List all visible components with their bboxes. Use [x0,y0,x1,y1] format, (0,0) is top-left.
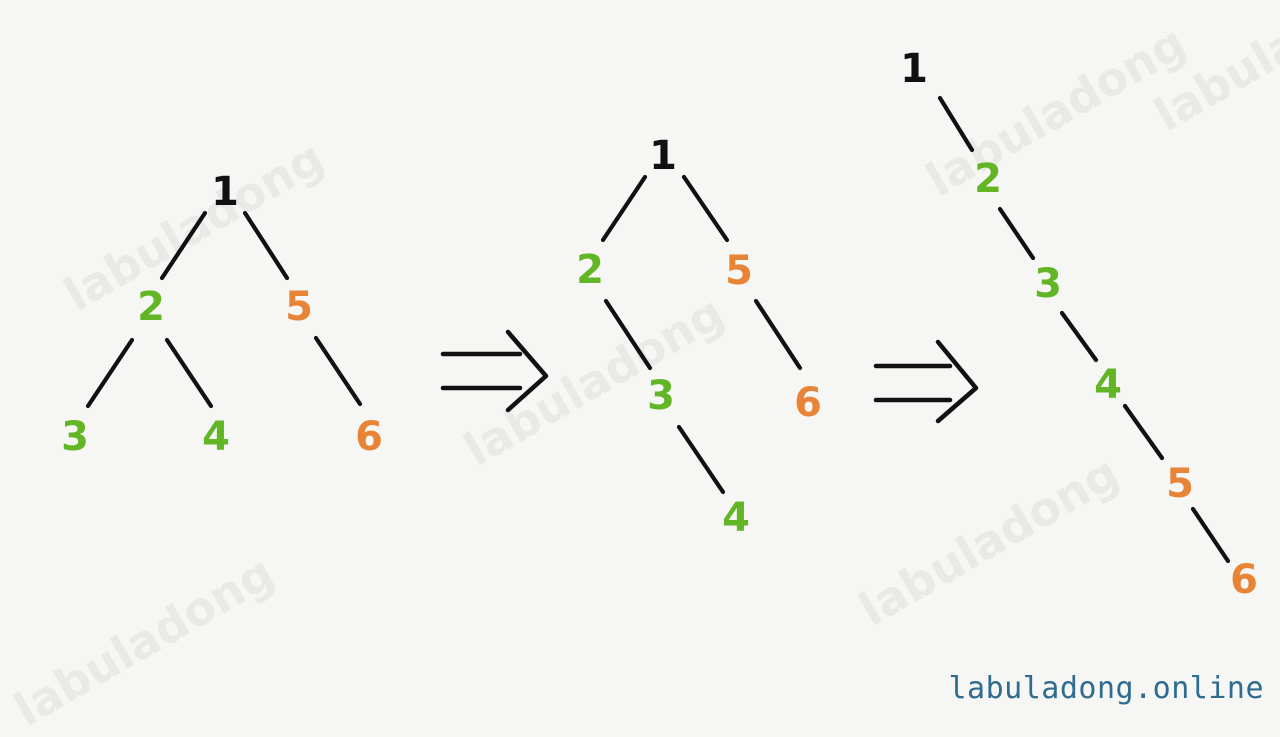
node-3: 3 [61,414,89,460]
node-1: 1 [900,46,928,92]
node-5: 5 [725,248,753,294]
edge-1-5 [681,174,730,243]
node-2: 2 [974,156,1002,202]
node-5: 5 [285,284,313,330]
node-4: 4 [202,414,230,460]
node-6: 6 [1230,557,1258,603]
edge-2-4 [164,337,214,409]
node-2: 2 [576,247,604,293]
edge-5-6 [1190,506,1231,564]
edge-2-3 [603,298,653,371]
transform-arrow-1 [440,329,549,413]
edge-1-2 [159,210,208,281]
edge-2-3 [997,206,1036,261]
tree-flattened: 1 2 3 4 5 6 [900,46,1258,603]
edge-3-4 [1059,310,1099,363]
node-1: 1 [211,169,239,215]
edge-2-3 [85,337,135,409]
node-2: 2 [137,284,165,330]
node-6: 6 [355,414,383,460]
node-3: 3 [1034,261,1062,307]
tree-original: 1 2 5 3 4 6 [61,169,383,460]
edge-3-4 [676,424,726,495]
node-5: 5 [1166,461,1194,507]
edge-5-6 [753,298,803,371]
edge-4-5 [1122,403,1165,461]
node-4: 4 [722,495,750,541]
edge-1-5 [242,210,290,281]
node-6: 6 [794,380,822,426]
edge-1-2 [937,95,975,153]
site-footer-link: labuladong.online [948,671,1264,706]
transform-arrow-2 [873,339,979,424]
diagram-canvas: 1 2 5 3 4 6 1 2 5 3 4 6 1 [61,46,1258,603]
node-4: 4 [1094,362,1122,408]
tree-intermediate: 1 2 5 3 4 6 [576,133,822,541]
edge-1-2 [600,174,648,243]
node-3: 3 [647,373,675,419]
node-1: 1 [649,133,677,179]
edge-5-6 [313,335,363,407]
